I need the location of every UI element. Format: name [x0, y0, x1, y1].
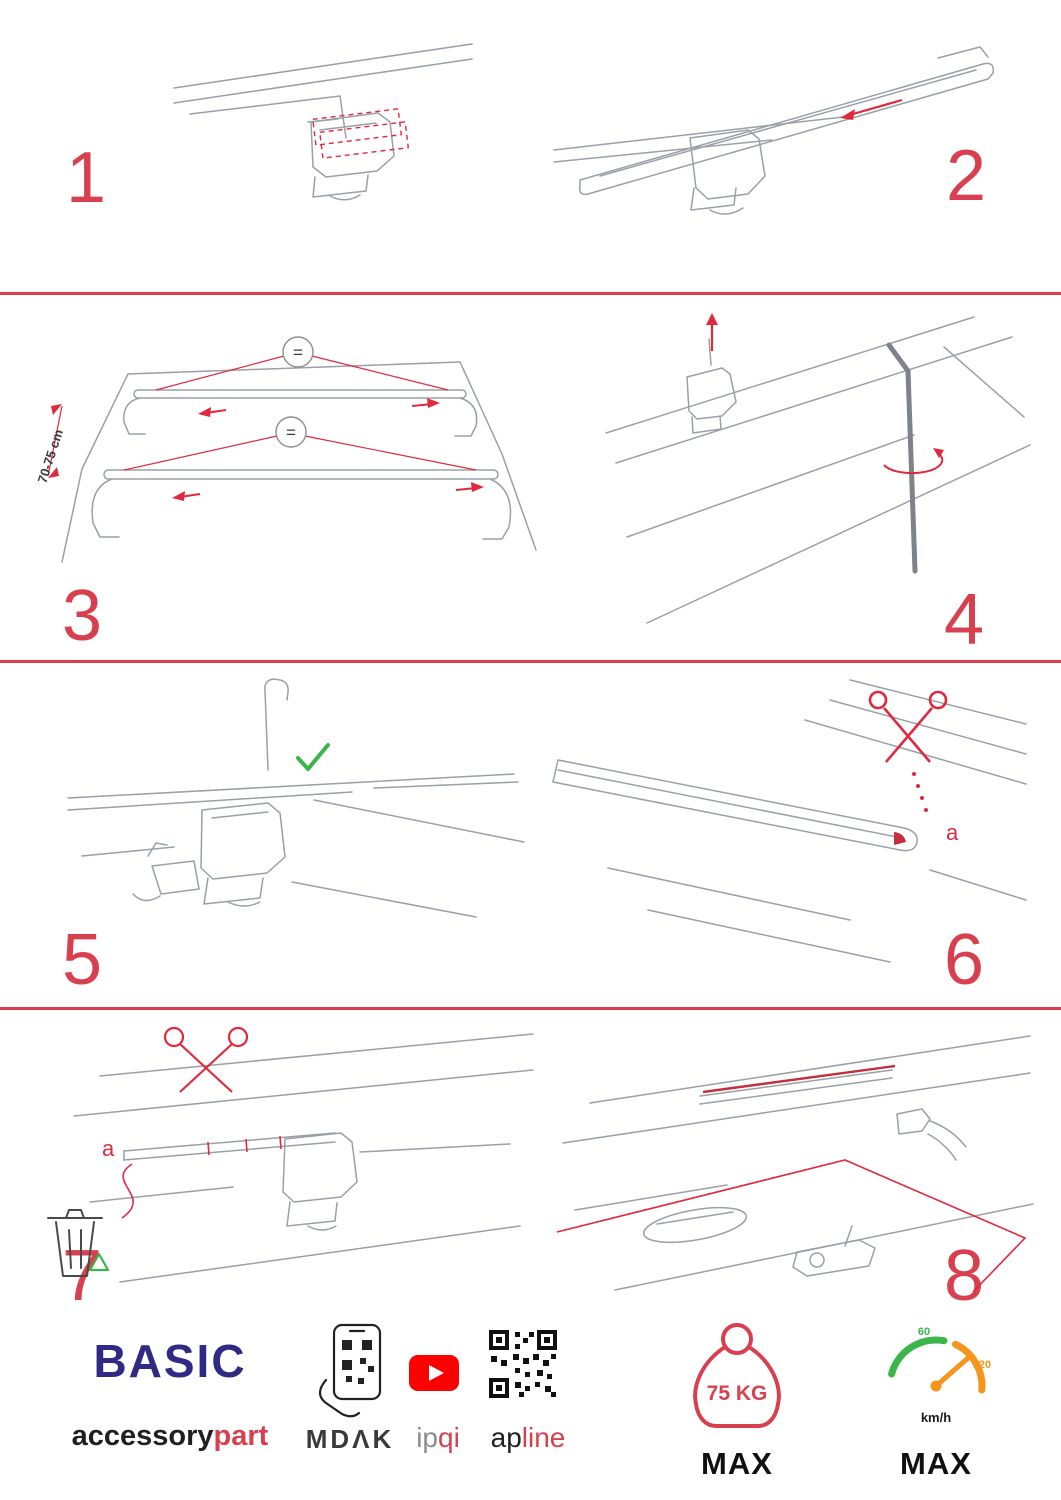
recycle-icon	[88, 1252, 110, 1272]
step-2-number: 2	[946, 136, 987, 216]
brand-line-text: line	[521, 1422, 566, 1453]
end-cap-detail	[894, 832, 906, 845]
discard-path	[121, 1163, 134, 1219]
equal-spacing-badge: =	[275, 416, 307, 448]
equal-spacing-badge: =	[282, 336, 314, 368]
brand-part-text: part	[213, 1420, 269, 1452]
allen-key-icon	[886, 342, 918, 574]
step-5-number: 5	[62, 920, 103, 1000]
equals-symbol: =	[286, 423, 296, 442]
brand-qi-text: qi	[438, 1422, 460, 1453]
trash-icon	[47, 1209, 103, 1277]
equals-symbol: =	[293, 343, 303, 362]
step-8-illustration	[556, 1035, 1034, 1293]
rubber-strip	[702, 1064, 896, 1094]
brand-accessorypart: accessorypart	[50, 1420, 290, 1453]
highlight-outline	[556, 1159, 1027, 1293]
step-8-number: 8	[944, 1236, 985, 1316]
adjust-arrows	[172, 398, 484, 501]
step-4-illustration	[605, 313, 1031, 624]
step-2-illustration	[553, 46, 995, 215]
part-a-label: a	[102, 1136, 115, 1161]
step-6-number: 6	[944, 920, 985, 1000]
weight-value: 75 KG	[707, 1382, 768, 1405]
speedometer-needle	[933, 1355, 971, 1389]
scissors-icon	[163, 1026, 249, 1093]
phone-qr-icon	[318, 1323, 382, 1418]
check-icon	[296, 743, 330, 771]
brand-accessory-text: accessory	[71, 1420, 214, 1452]
step-4-number: 4	[944, 580, 985, 660]
phone-qr-pattern	[342, 1340, 374, 1384]
part-a-label: a	[946, 820, 959, 845]
brand-basic-title: BASIC	[93, 1335, 247, 1387]
weight-max-label: MAX	[701, 1446, 773, 1481]
speed-tick-low: 60	[918, 1326, 930, 1338]
cut-marks	[207, 1135, 282, 1156]
weight-limit-icon: 75 KG	[693, 1323, 781, 1428]
brand-mdak: MDΛK	[305, 1424, 395, 1454]
brand-ip-text: ip	[416, 1422, 438, 1453]
section-divider	[0, 660, 1061, 663]
step-6-illustration: a	[552, 679, 1027, 963]
rotate-arrow	[883, 448, 944, 475]
scissors-icon	[868, 690, 948, 763]
speed-max-label: MAX	[900, 1446, 972, 1481]
step-1-number: 1	[66, 138, 107, 218]
step-3-illustration: = = 70-75 cm	[35, 336, 537, 563]
brand-apline: apline	[476, 1422, 580, 1454]
step-3-number: 3	[62, 576, 103, 656]
section-divider	[0, 292, 1061, 295]
brand-ap-text: ap	[490, 1422, 522, 1453]
dimension-lines	[47, 355, 477, 477]
slide-arrow	[840, 98, 903, 120]
section-divider	[0, 1007, 1061, 1010]
bar-distance-label: 70-75 cm	[35, 427, 66, 485]
brand-ipqi: ipqi	[396, 1422, 480, 1454]
step-7-illustration: a	[47, 1026, 534, 1283]
insert-arrow	[706, 313, 718, 351]
step-5-illustration	[67, 678, 525, 918]
speed-tick-high: 120	[973, 1359, 991, 1371]
qr-code-icon	[489, 1330, 557, 1398]
cut-dots	[912, 772, 928, 812]
speedometer-icon: 60 120 km/h	[888, 1326, 991, 1425]
youtube-icon	[409, 1355, 459, 1391]
dimension-arrowheads	[48, 404, 62, 478]
step-1-illustration	[173, 43, 473, 201]
speed-unit: km/h	[921, 1410, 951, 1425]
